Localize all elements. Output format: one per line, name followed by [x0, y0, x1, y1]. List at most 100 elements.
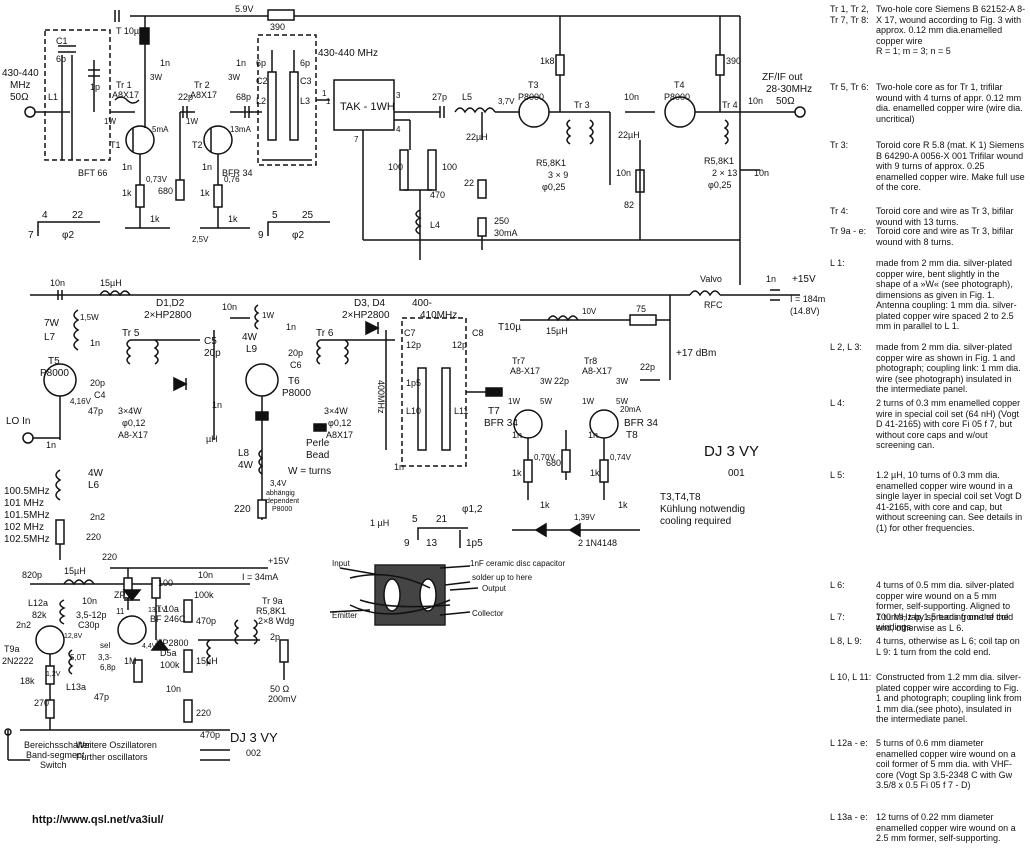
- label-osc-200mv: 200mV: [268, 694, 297, 704]
- note-key: L 8, L 9:: [830, 636, 862, 646]
- label-tr7-3w: 3W: [540, 377, 552, 386]
- label-t6: T6: [288, 376, 300, 387]
- label-c1n-c: 1n: [122, 162, 132, 172]
- label-t10a: T 10a: [156, 604, 179, 614]
- note-text: made from 2 mm dia. silver-plated copper…: [876, 258, 1017, 331]
- label-r100-a: 100: [388, 162, 403, 172]
- label-amp-p1k-a: 1k: [540, 500, 550, 510]
- label-if-out-1: ZF/IF out: [762, 72, 803, 83]
- filter-430: [257, 34, 330, 166]
- label-amp-r680: 680: [546, 458, 561, 468]
- dimension-sketch-l1: [37, 221, 100, 236]
- label-1n4148: 2 1N4148: [578, 538, 617, 548]
- label-dim-c3: 9: [404, 538, 410, 549]
- label-tr4: Tr 4: [722, 100, 738, 110]
- label-valvo: Valvo: [700, 274, 722, 284]
- label-d1d2: D1,D2: [156, 298, 185, 309]
- label-coil-output: Output: [482, 584, 507, 593]
- label-p8000-dep: P8000: [272, 506, 292, 513]
- label-osc-c2p: 2p: [270, 632, 280, 642]
- label-p8000-t3: P8000: [518, 92, 544, 102]
- label-c30p: C30p: [78, 620, 100, 630]
- note-text: 5 turns of 0.6 mm diameter enamelled cop…: [876, 738, 1016, 790]
- label-lo-c20p-2: 20p: [288, 348, 303, 358]
- label-filter-400-2: 410MHz: [420, 310, 457, 321]
- note-text: 2 turns of 0.3 mm enamelled copper wire …: [876, 398, 1021, 450]
- label-band-switch-2: Band-segment: [26, 750, 85, 760]
- label-c5: C5: [204, 336, 217, 347]
- note-text: made from 2 mm dia. silver-plated copper…: [876, 342, 1021, 394]
- label-c3-value: 6p: [300, 58, 310, 68]
- label-cooling-1: T3,T4,T8: [660, 492, 701, 503]
- label-1w-a: 1W: [104, 117, 116, 126]
- mixer-block: [333, 79, 740, 260]
- note-text: 4 turns, otherwise as L 6; coil tap on L…: [876, 636, 1020, 657]
- label-r1k8: 1k8: [540, 56, 555, 66]
- label-c8: C8: [472, 328, 484, 338]
- label-r100k-b: 100k: [160, 660, 180, 670]
- note-text: 12 turns of 0.22 mm diameter enamelled c…: [876, 812, 1016, 843]
- label-lo-c1n-3: 1n: [286, 322, 296, 332]
- note-key: L 4:: [830, 398, 845, 408]
- label-c1n-a: 1n: [160, 58, 170, 68]
- label-c22p: 22p: [178, 92, 193, 102]
- note-key: L 1:: [830, 258, 845, 268]
- label-r390-b: 390: [726, 56, 741, 66]
- label-c4: C4: [94, 390, 106, 400]
- note-key: L 2, L 3:: [830, 342, 862, 352]
- label-amp-r1k-a: 1k: [512, 468, 522, 478]
- label-tr2: Tr 2: [194, 80, 210, 90]
- label-coil-input: Input: [332, 559, 351, 568]
- label-further-osc-1: Weitere Oszillatoren: [76, 740, 157, 750]
- lo-amplifier: [512, 314, 670, 538]
- label-076v: 0,76: [224, 175, 240, 184]
- supply-rail: [114, 9, 741, 285]
- label-freq-2: 101 MHz: [4, 498, 44, 509]
- label-c1: C1: [56, 36, 68, 46]
- label-lo-r220-b: 220: [234, 504, 251, 515]
- note-text: Constructed from 1.2 mm dia. silver-plat…: [876, 672, 1022, 724]
- label-12v: 1,2V: [46, 671, 61, 678]
- label-p8000-t5: P8000: [40, 368, 69, 379]
- label-10v: 10V: [582, 307, 597, 316]
- label-band-switch-3: Switch: [40, 760, 67, 770]
- label-amp-c1n-b: 1n: [588, 430, 598, 440]
- label-r18k: 18k: [20, 676, 35, 686]
- label-lo-c20p: 20p: [90, 378, 105, 388]
- label-dim-a3: 7: [28, 230, 34, 241]
- label-l13a: L13a: [66, 682, 86, 692]
- label-c1n-rfc: 1n: [766, 274, 776, 284]
- label-l11: L11: [454, 406, 468, 416]
- label-44v: 4,4V: [142, 643, 157, 650]
- label-mixer-pin7: 7: [354, 135, 359, 144]
- label-l1: L1: [48, 92, 58, 102]
- label-3w-a: 3W: [150, 73, 162, 82]
- label-i184: I = 184m: [790, 294, 825, 304]
- label-hp2800-a: 2×HP2800: [144, 310, 192, 321]
- label-13ma: 13mA: [230, 125, 252, 134]
- label-c2-value: 6p: [256, 58, 266, 68]
- label-l9-tap: 1W: [262, 311, 274, 320]
- label-139v: 1,39V: [574, 513, 596, 522]
- label-tr8-5w: 5W: [616, 397, 628, 406]
- label-dim-b1: 5: [272, 210, 278, 221]
- label-tr6: Tr 6: [316, 328, 334, 339]
- label-lo-in: LO In: [6, 416, 30, 427]
- label-c68p: 6,8p: [100, 663, 116, 672]
- label-supply-59v: 5.9V: [235, 4, 254, 14]
- label-r390-top: 390: [270, 22, 285, 32]
- label-dim-b3: 9: [258, 230, 264, 241]
- label-dim-a4: φ2: [62, 230, 74, 241]
- label-coil-collector: Collector: [472, 609, 504, 618]
- label-tr4-turns: 2 × 13: [712, 168, 737, 178]
- label-tr2-core: A8X17: [190, 90, 217, 100]
- label-c7: C7: [404, 328, 416, 338]
- label-tr1-core: A8X17: [112, 90, 139, 100]
- label-37v: 3,7V: [498, 97, 515, 106]
- label-tr5-core: A8-X17: [118, 430, 148, 440]
- label-osc-r220: 220: [102, 552, 117, 562]
- label-lo-c1n-4: 1n: [212, 400, 222, 410]
- label-freq-4: 102 MHz: [4, 522, 44, 533]
- label-ohm-in: 50Ω: [10, 92, 29, 103]
- label-w-turns: W = turns: [288, 466, 331, 477]
